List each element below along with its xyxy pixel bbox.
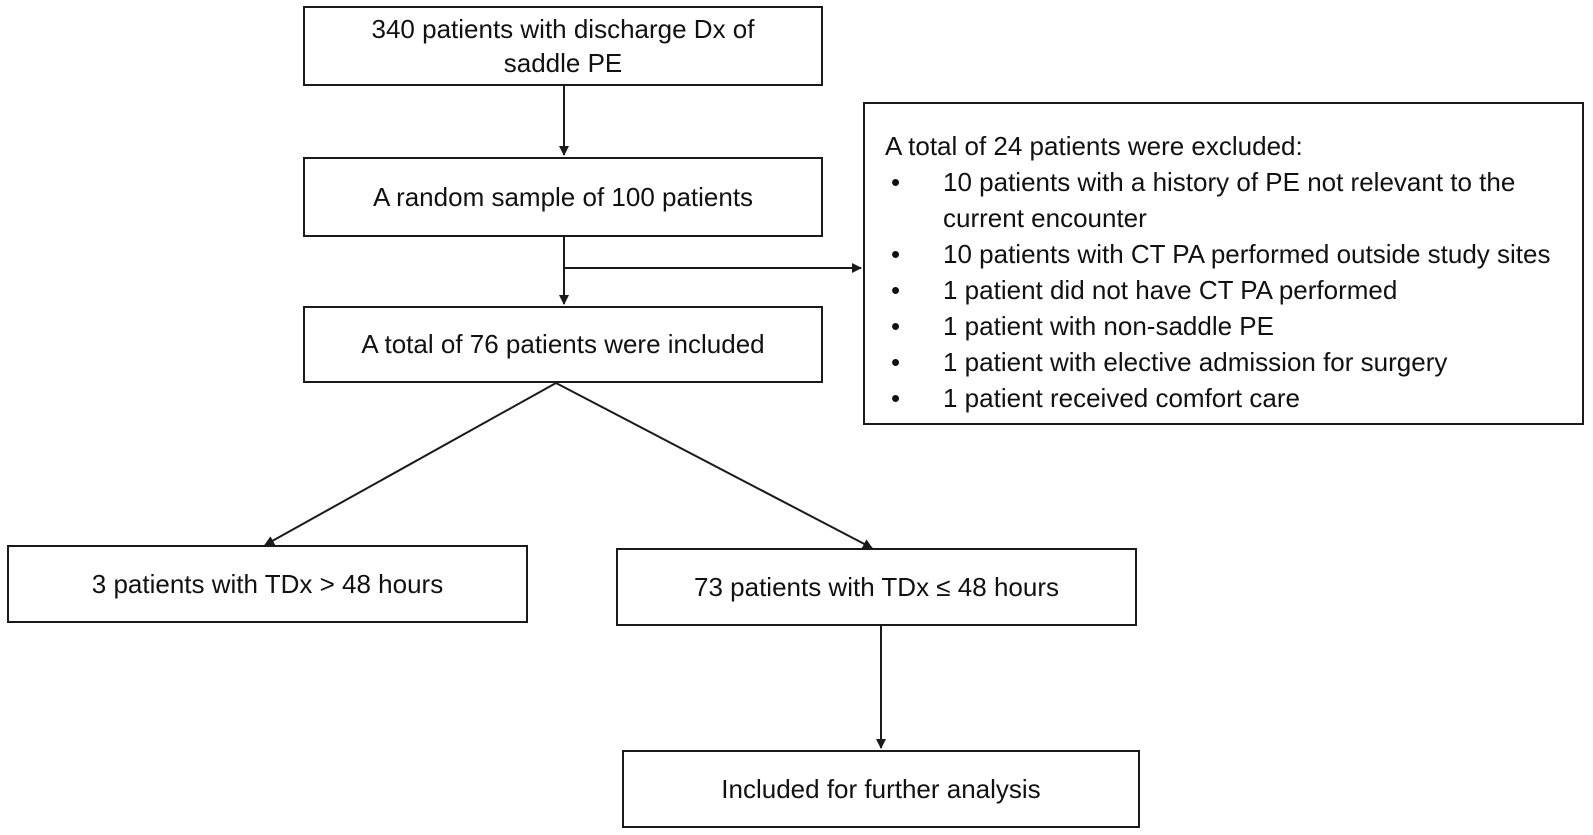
exclusion-item-text: 1 patient with non-saddle PE bbox=[943, 311, 1274, 341]
exclusion-item-text: 1 patient received comfort care bbox=[943, 383, 1300, 413]
sample-box: A random sample of 100 patients bbox=[303, 157, 823, 237]
exclusion-box: A total of 24 patients were excluded: • … bbox=[863, 102, 1584, 425]
exclusion-list: • 10 patients with a history of PE not r… bbox=[885, 164, 1562, 416]
exclusion-item-text: 10 patients with a history of PE not rel… bbox=[943, 167, 1516, 197]
included-text: A total of 76 patients were included bbox=[361, 329, 765, 360]
bullet-icon: • bbox=[891, 383, 901, 413]
bullet-icon: • bbox=[891, 275, 901, 305]
bullet-icon: • bbox=[891, 311, 901, 341]
bullet-icon: • bbox=[891, 167, 901, 197]
le48-box: 73 patients with TDx ≤ 48 hours bbox=[616, 548, 1137, 626]
le48-text: 73 patients with TDx ≤ 48 hours bbox=[694, 571, 1059, 602]
start-box: 340 patients with discharge Dx of saddle… bbox=[303, 6, 823, 86]
final-box: Included for further analysis bbox=[622, 750, 1140, 828]
gt48-text: 3 patients with TDx > 48 hours bbox=[91, 568, 444, 599]
exclusion-item-text: 1 patient did not have CT PA performed bbox=[943, 275, 1398, 305]
exclusion-item-text: 10 patients with CT PA performed outside… bbox=[943, 239, 1551, 269]
start-line-1: 340 patients with discharge Dx of bbox=[371, 13, 755, 44]
exclusion-item: • 1 patient received comfort care bbox=[885, 380, 1562, 416]
arrow-included-to-le48 bbox=[555, 382, 873, 549]
gt48-box: 3 patients with TDx > 48 hours bbox=[7, 545, 528, 623]
bullet-icon: • bbox=[891, 239, 901, 269]
exclusion-item-text: 1 patient with elective admission for su… bbox=[943, 347, 1448, 377]
final-text: Included for further analysis bbox=[721, 773, 1041, 804]
arrow-included-to-gt48 bbox=[264, 382, 557, 546]
exclusion-item: • 1 patient did not have CT PA performed bbox=[885, 272, 1562, 308]
exclusion-item-text-continued: current encounter bbox=[943, 203, 1147, 233]
exclusion-item: • 10 patients with a history of PE not r… bbox=[885, 164, 1562, 236]
exclusion-item: • 1 patient with non-saddle PE bbox=[885, 308, 1562, 344]
start-text: 340 patients with discharge Dx of saddle… bbox=[372, 12, 755, 81]
exclusion-title: A total of 24 patients were excluded: bbox=[885, 131, 1303, 161]
bullet-icon: • bbox=[891, 347, 901, 377]
exclusion-item: • 10 patients with CT PA performed outsi… bbox=[885, 236, 1562, 272]
exclusion-item: • 1 patient with elective admission for … bbox=[885, 344, 1562, 380]
included-box: A total of 76 patients were included bbox=[303, 306, 823, 383]
start-line-2: saddle PE bbox=[503, 48, 623, 78]
sample-text: A random sample of 100 patients bbox=[372, 181, 754, 212]
